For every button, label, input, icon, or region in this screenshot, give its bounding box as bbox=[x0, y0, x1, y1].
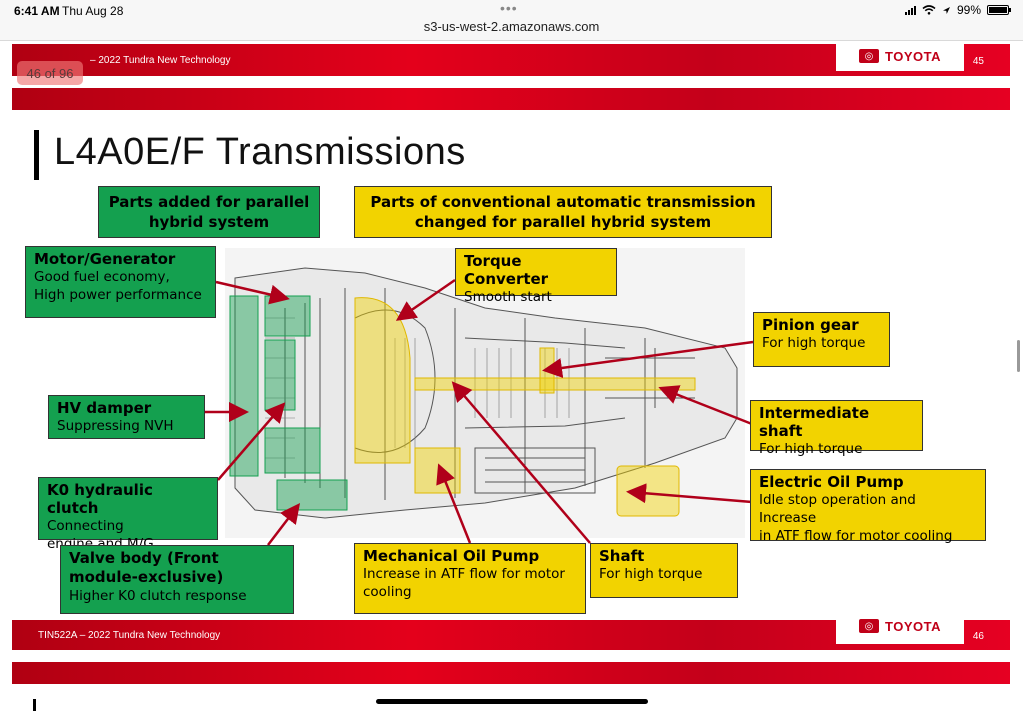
label-line: For high torque bbox=[759, 441, 863, 457]
scrollbar[interactable] bbox=[1017, 340, 1020, 372]
toyota-wordmark: TOYOTA bbox=[885, 48, 941, 64]
prev-slide-footer-banner: – 2022 Tundra New Technology ◎ TOYOTA 45 bbox=[12, 41, 1010, 76]
legend-yellow: Parts of conventional automatic transmis… bbox=[354, 186, 772, 238]
label-line: in ATF flow for motor cooling bbox=[759, 528, 953, 544]
label-line: Increase in ATF flow for motor cooling bbox=[363, 566, 565, 600]
label-line: For high torque bbox=[762, 335, 866, 351]
label-title: Pinion gear bbox=[762, 316, 859, 334]
label-title: HV damper bbox=[57, 399, 152, 417]
label-valve-body: Valve body (Front module-exclusive) High… bbox=[60, 545, 294, 614]
label-title: Torque Converter bbox=[464, 252, 549, 288]
wifi-icon bbox=[922, 5, 936, 15]
label-mechanical-oil-pump: Mechanical Oil Pump Increase in ATF flow… bbox=[354, 543, 586, 614]
toyota-emblem-icon: ◎ bbox=[859, 619, 880, 633]
address-bar-url[interactable]: s3-us-west-2.amazonaws.com bbox=[423, 19, 600, 34]
status-date: Thu Aug 28 bbox=[62, 4, 124, 18]
slide-header-banner bbox=[12, 88, 1010, 110]
page-number: 46 bbox=[972, 631, 984, 642]
location-arrow-icon bbox=[942, 6, 950, 14]
label-title: Mechanical Oil Pump bbox=[363, 547, 540, 565]
label-hv-damper: HV damper Suppressing NVH bbox=[48, 395, 205, 439]
battery-icon bbox=[987, 5, 1011, 15]
label-line: Good fuel economy, bbox=[34, 269, 170, 285]
prev-page-number: 45 bbox=[972, 56, 984, 67]
status-time: 6:41 AM bbox=[14, 4, 60, 18]
toyota-logo: ◎ TOYOTA bbox=[836, 41, 964, 71]
label-line: Idle stop operation and Increase bbox=[759, 492, 916, 526]
label-motor-generator: Motor/Generator Good fuel economy, High … bbox=[25, 246, 216, 318]
status-bar: 6:41 AM Thu Aug 28 ••• s3-us-west-2.amaz… bbox=[0, 0, 1023, 41]
label-line: High power performance bbox=[34, 287, 202, 303]
label-title: Intermediate shaft bbox=[759, 404, 870, 440]
legend-green: Parts added for parallel hybrid system bbox=[98, 186, 320, 238]
footer-text: TIN522A – 2022 Tundra New Technology bbox=[38, 630, 221, 641]
multitasking-dots-icon[interactable]: ••• bbox=[500, 0, 518, 16]
toyota-emblem-icon: ◎ bbox=[859, 49, 880, 63]
label-intermediate-shaft: Intermediate shaft For high torque bbox=[750, 400, 923, 457]
label-line: Suppressing NVH bbox=[57, 418, 174, 434]
label-title: K0 hydraulic clutch bbox=[47, 481, 153, 517]
label-line: For high torque bbox=[599, 566, 703, 582]
toyota-wordmark: TOYOTA bbox=[885, 618, 941, 634]
next-title-accent-bar bbox=[33, 699, 36, 711]
label-torque-converter: Torque Converter Smooth start bbox=[455, 248, 617, 305]
label-title: Valve body (Front module-exclusive) bbox=[69, 549, 224, 586]
label-pinion-gear: Pinion gear For high torque bbox=[753, 312, 890, 367]
page-indicator: 46 of 96 bbox=[17, 61, 83, 85]
title-accent-bar bbox=[34, 130, 39, 180]
label-title: Shaft bbox=[599, 547, 645, 565]
signal-icon bbox=[904, 5, 916, 15]
status-indicators: 99% bbox=[904, 3, 1011, 17]
slide-title: L4A0E/F Transmissions bbox=[54, 131, 466, 173]
label-line: Higher K0 clutch response bbox=[69, 588, 247, 604]
label-k0-clutch: K0 hydraulic clutch Connecting engine an… bbox=[38, 477, 218, 552]
battery-percent: 99% bbox=[956, 3, 981, 17]
label-line: Smooth start bbox=[464, 289, 552, 305]
label-line: Connecting bbox=[47, 518, 124, 534]
label-title: Motor/Generator bbox=[34, 250, 176, 268]
label-electric-oil-pump: Electric Oil Pump Idle stop operation an… bbox=[750, 469, 986, 544]
label-title: Electric Oil Pump bbox=[759, 473, 904, 491]
toyota-logo: ◎ TOYOTA bbox=[836, 608, 964, 644]
slide-footer-banner: TIN522A – 2022 Tundra New Technology ◎ T… bbox=[12, 608, 1010, 650]
next-slide-header-banner bbox=[12, 662, 1010, 684]
label-shaft: Shaft For high torque bbox=[590, 543, 738, 598]
home-indicator[interactable] bbox=[376, 699, 648, 704]
prev-footer-text: – 2022 Tundra New Technology bbox=[90, 55, 231, 66]
